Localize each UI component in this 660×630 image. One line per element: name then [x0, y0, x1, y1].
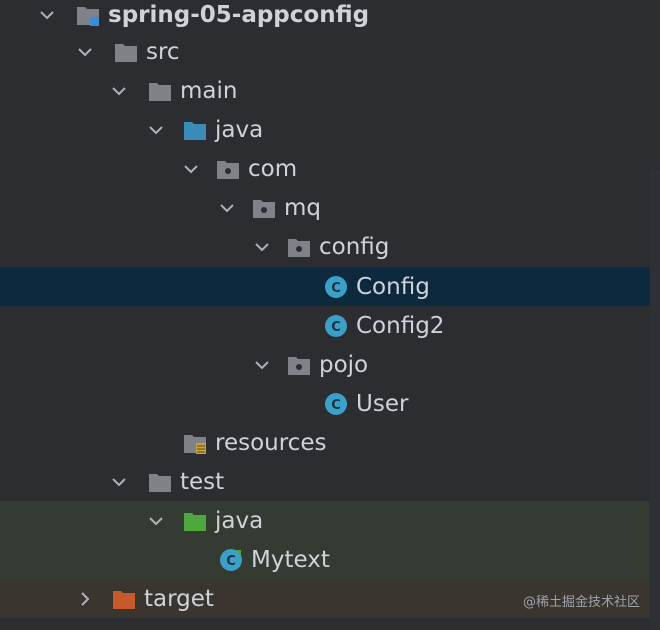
folder-label-target: target	[144, 585, 214, 612]
excluded-folder-icon	[112, 587, 136, 611]
class-icon: C	[324, 275, 348, 299]
class-label-config: Config	[356, 273, 430, 300]
class-label-config2: Config2	[356, 312, 445, 339]
svg-text:C: C	[331, 281, 341, 296]
folder-icon	[148, 470, 172, 494]
tree-row-project-root[interactable]: spring-05-appconfig	[0, 0, 660, 30]
folder-label-test: test	[180, 468, 225, 495]
chevron-down-icon[interactable]	[108, 71, 130, 110]
resources-folder-icon	[183, 431, 207, 455]
chevron-down-icon[interactable]	[74, 32, 96, 71]
chevron-down-icon[interactable]	[145, 110, 167, 149]
folder-label-java-test: java	[215, 507, 264, 534]
chevron-down-icon[interactable]	[180, 149, 202, 188]
package-icon	[252, 196, 276, 220]
folder-label-main: main	[180, 77, 238, 104]
chevron-down-icon[interactable]	[251, 345, 273, 384]
tree-row-pojo[interactable]: pojo	[0, 345, 660, 384]
tree-row-java-test[interactable]: java	[0, 501, 660, 540]
tree-row-src[interactable]: src	[0, 32, 660, 71]
tree-row-config-class[interactable]: C Config	[0, 267, 660, 306]
tree-row-com[interactable]: com	[0, 149, 660, 188]
folder-icon	[114, 40, 138, 64]
package-label-pojo: pojo	[319, 351, 369, 378]
class-icon: C	[324, 314, 348, 338]
chevron-down-icon[interactable]	[251, 227, 273, 266]
tree-row-test[interactable]: test	[0, 462, 660, 501]
class-icon: C	[324, 392, 348, 416]
test-class-icon: C	[219, 548, 243, 572]
svg-text:C: C	[331, 398, 341, 413]
chevron-down-icon[interactable]	[216, 188, 238, 227]
package-label-config: config	[319, 233, 390, 260]
scrollbar-track[interactable]	[650, 170, 660, 630]
chevron-down-icon[interactable]	[36, 0, 58, 35]
module-folder-icon	[76, 3, 100, 27]
chevron-down-icon[interactable]	[145, 501, 167, 540]
chevron-right-icon[interactable]	[74, 579, 96, 618]
folder-icon	[148, 79, 172, 103]
folder-label-java: java	[215, 116, 264, 143]
folder-label-src: src	[146, 38, 180, 65]
tree-row-mytext-class[interactable]: C Mytext	[0, 540, 660, 579]
svg-text:C: C	[331, 320, 341, 335]
tree-row-config2-class[interactable]: C Config2	[0, 306, 660, 345]
package-icon	[287, 235, 311, 259]
class-label-mytext: Mytext	[251, 546, 330, 573]
svg-text:C: C	[226, 554, 236, 569]
tree-row-resources[interactable]: resources	[0, 423, 660, 462]
folder-label-resources: resources	[215, 429, 327, 456]
tree-row-java-main[interactable]: java	[0, 110, 660, 149]
tree-row-main[interactable]: main	[0, 71, 660, 110]
project-name: spring-05-appconfig	[108, 2, 370, 28]
package-label-com: com	[248, 155, 298, 182]
test-source-folder-icon	[183, 509, 207, 533]
tree-row-user-class[interactable]: C User	[0, 384, 660, 423]
chevron-down-icon[interactable]	[108, 462, 130, 501]
package-label-mq: mq	[284, 194, 322, 221]
watermark: @稀土掘金技术社区	[522, 595, 640, 610]
tree-row-config[interactable]: config	[0, 227, 660, 266]
class-label-user: User	[356, 390, 409, 417]
tree-row-target[interactable]: target	[0, 579, 660, 618]
source-folder-icon	[183, 118, 207, 142]
tree-row-mq[interactable]: mq	[0, 188, 660, 227]
package-icon	[287, 353, 311, 377]
package-icon	[216, 157, 240, 181]
